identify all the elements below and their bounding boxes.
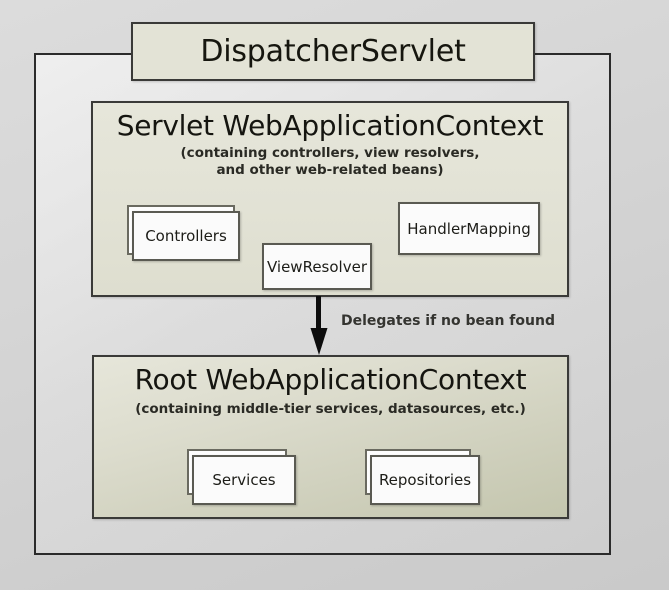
- servlet-context-heading: Servlet WebApplicationContext: [116, 109, 544, 142]
- controllers-bean[interactable]: Controllers: [132, 211, 240, 261]
- repositories-bean[interactable]: Repositories: [370, 455, 480, 505]
- servlet-context-subtitle-line2: and other web-related beans): [216, 162, 444, 178]
- services-bean-label: Services: [212, 471, 276, 489]
- controllers-bean-label: Controllers: [145, 227, 227, 245]
- root-context-heading: Root WebApplicationContext: [134, 363, 527, 396]
- servlet-context-subtitle-line1: (containing controllers, view resolvers,: [180, 145, 480, 161]
- services-bean[interactable]: Services: [192, 455, 296, 505]
- viewresolver-bean[interactable]: ViewResolver: [262, 243, 372, 290]
- servlet-webapplicationcontext-box: Servlet WebApplicationContext (containin…: [91, 101, 569, 297]
- root-webapplicationcontext-box: Root WebApplicationContext (containing m…: [92, 355, 569, 519]
- handlermapping-bean[interactable]: HandlerMapping: [398, 202, 540, 255]
- handlermapping-bean-label: HandlerMapping: [407, 219, 531, 238]
- root-context-subtitle-line1: (containing middle-tier services, dataso…: [135, 401, 526, 417]
- delegation-label: Delegates if no bean found: [341, 313, 555, 329]
- root-context-subtitle: (containing middle-tier services, dataso…: [94, 401, 567, 418]
- servlet-context-subtitle: (containing controllers, view resolvers,…: [93, 145, 567, 179]
- dispatcher-servlet-title-box: DispatcherServlet: [131, 22, 535, 81]
- dispatcher-servlet-label: DispatcherServlet: [200, 34, 466, 69]
- down-arrow-icon: [310, 296, 328, 355]
- viewresolver-bean-label: ViewResolver: [266, 257, 367, 276]
- repositories-bean-label: Repositories: [378, 471, 472, 489]
